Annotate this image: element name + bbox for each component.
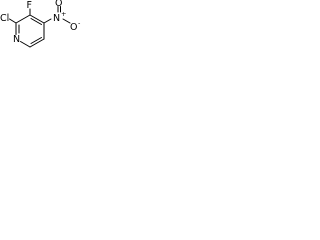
bond-n-o-single [62,18,71,24]
bond-c3-c4 [29,14,45,24]
bond-c6-n1 [20,41,31,48]
nitro-negative-charge: - [78,19,81,27]
molecule-structure-diagram: N Cl F N + O O - [0,0,81,48]
nitro-positive-charge: + [61,10,66,18]
bond-c2-cl [9,18,17,24]
bond-c5-c6-inner [30,37,42,44]
bond-c3-c4-inner [30,18,42,25]
pyridine-ring [15,14,45,48]
nitro-nitrogen-label: N [53,13,60,24]
chlorine-label: Cl [0,13,9,24]
nitro-oxygen-single-label: O [70,22,77,33]
nitro-oxygen-double-label: O [55,0,62,9]
bond-c2-c3 [15,14,31,24]
bond-c4-no2 [43,18,52,24]
fluorine-label: F [27,0,32,11]
bond-c5-c6 [29,38,45,48]
ring-nitrogen-label: N [13,34,20,45]
